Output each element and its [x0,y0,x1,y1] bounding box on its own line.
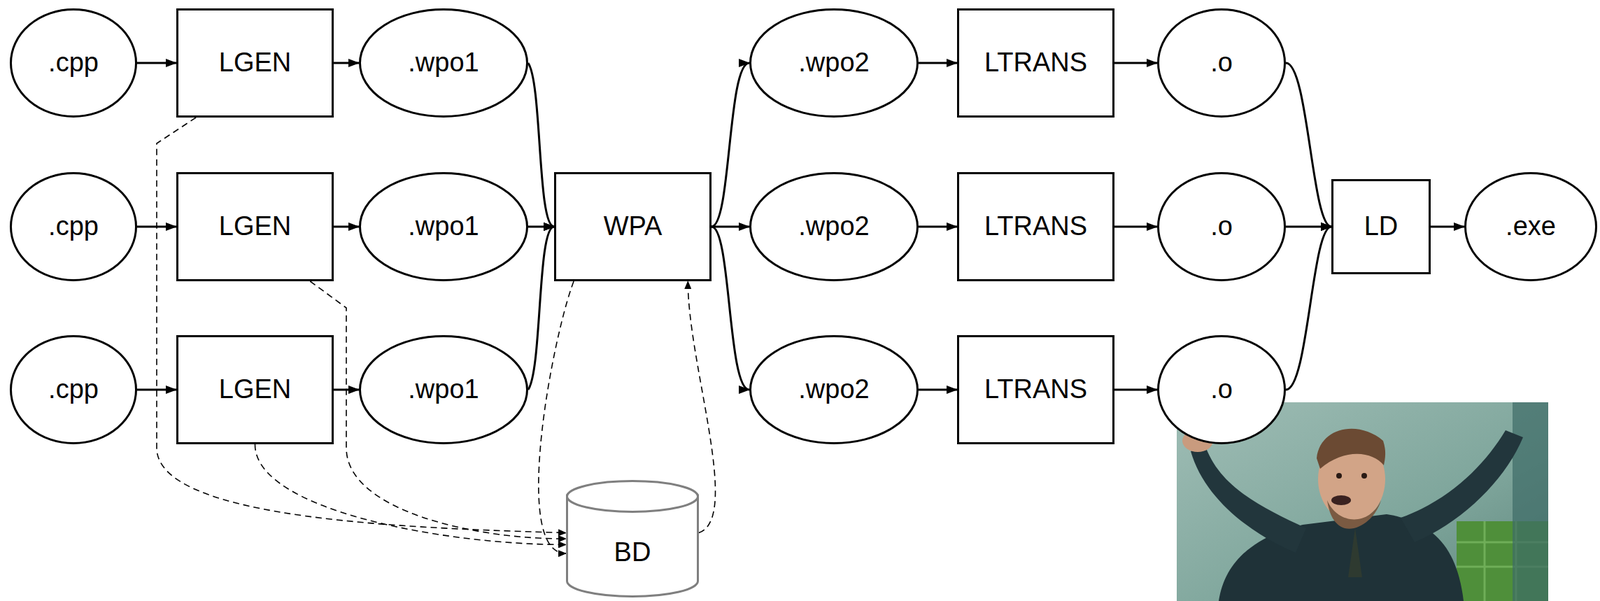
process-box: LTRANS [957,8,1115,118]
connector [1285,225,1332,229]
file-ellipse: .o [1157,8,1286,118]
node-label: .exe [1505,211,1556,242]
file-ellipse: .cpp [9,335,138,445]
ellipse-outline [1158,9,1286,117]
file-ellipse: .wpo1 [358,8,529,118]
node-label: LGEN [218,48,292,78]
connector [1114,62,1158,65]
connector [1114,388,1158,392]
node-label: .cpp [48,374,99,405]
node-label: .wpo1 [407,48,479,78]
ellipse-outline [11,173,137,281]
ellipse-outline [11,9,137,117]
node-label: LD [1364,211,1399,242]
node-label: .wpo2 [798,48,869,78]
connector [711,62,750,227]
node-label: .wpo1 [407,374,479,405]
process-box: LTRANS [957,172,1115,282]
ellipse-outline [750,173,918,281]
ellipse-outline [360,9,528,117]
connector [333,225,359,229]
node-label: LGEN [218,374,292,405]
node-label: LTRANS [984,211,1088,242]
connector [137,62,177,65]
file-ellipse: .cpp [9,8,138,118]
file-ellipse: .wpo2 [749,172,919,282]
process-box: LGEN [176,172,334,282]
node-label: LGEN [218,211,292,242]
eye [1336,472,1342,479]
dashed-connector [254,444,566,545]
dashed-connector [309,281,566,539]
ellipse-outline [11,336,137,444]
file-ellipse: .o [1157,335,1286,445]
file-ellipse: .exe [1464,172,1598,282]
connector [528,226,555,390]
node-label: LTRANS [984,374,1088,405]
cylinder-top [567,481,699,513]
connector [711,225,750,229]
file-ellipse: .wpo1 [358,172,529,282]
process-box: WPA [554,172,712,282]
connector [918,225,958,229]
left-arm [1190,444,1307,553]
connector [333,62,359,65]
connector [918,388,958,392]
node-label: .wpo1 [407,211,479,242]
file-ellipse: .o [1157,172,1286,282]
database-cylinder: BD [565,479,699,598]
node-label: LTRANS [984,48,1088,78]
dashed-connector [156,117,566,534]
connector [918,62,958,65]
connector [528,62,555,227]
eye [1361,472,1368,479]
node-label: .o [1210,211,1233,242]
node-label: .wpo2 [798,211,869,242]
ellipse-outline [750,336,918,444]
ellipse-outline [750,9,918,117]
process-box: LTRANS [957,335,1115,445]
ellipse-outline [360,336,528,444]
hair [1316,428,1386,469]
connector [1285,226,1332,390]
file-ellipse: .wpo2 [749,8,919,118]
connector [528,225,555,229]
ellipse-outline [1465,173,1597,281]
node-label: WPA [603,211,663,242]
node-label: .cpp [48,211,99,242]
file-ellipse: .wpo1 [358,335,529,445]
ellipse-outline [360,173,528,281]
connector [1430,225,1465,229]
process-box: LGEN [176,335,334,445]
doorframe [1512,402,1549,601]
ellipse-outline [1158,336,1286,444]
right-arm [1400,430,1524,543]
tie [1348,528,1363,578]
file-ellipse: .wpo2 [749,335,919,445]
node-label: .wpo2 [798,374,869,405]
connector [711,226,750,390]
connector [1114,225,1158,229]
node-label: BD [614,537,652,568]
mouth [1331,495,1351,506]
node-label: .o [1210,374,1233,405]
process-box: LGEN [176,8,334,118]
node-label: .o [1210,48,1233,78]
process-box: LD [1331,179,1431,275]
beard [1327,500,1382,529]
file-ellipse: .cpp [9,172,138,282]
ellipse-outline [1158,173,1286,281]
connector [1285,62,1332,227]
node-label: .cpp [48,48,99,78]
